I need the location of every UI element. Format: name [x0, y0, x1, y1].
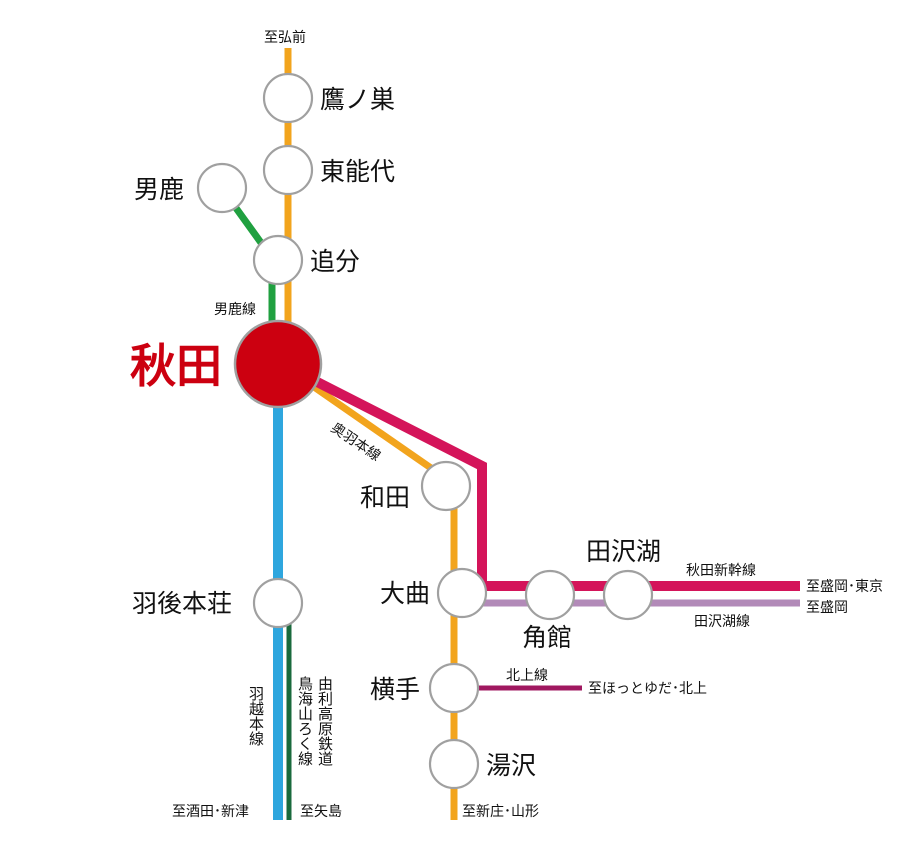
label-ugohonjo: 羽後本荘	[132, 589, 232, 618]
station-akita[interactable]	[233, 319, 323, 409]
station-oga[interactable]	[196, 162, 248, 214]
station-yuzawa[interactable]	[428, 738, 480, 790]
label-oga-line: 男鹿線	[214, 301, 256, 318]
dest-morioka: 至盛岡	[806, 600, 848, 616]
dest-hirosaki: 至弘前	[264, 29, 306, 46]
dest-hottoyuda: 至ほっとゆだ･北上	[588, 681, 707, 697]
station-ugohonjo[interactable]	[252, 577, 304, 629]
station-omagari[interactable]	[436, 567, 488, 619]
label-shinkansen-line: 秋田新幹線	[686, 562, 756, 579]
dest-sakata: 至酒田･新津	[172, 804, 249, 820]
label-tazawako: 田沢湖	[586, 537, 661, 566]
dest-shinjo: 至新庄･山形	[462, 803, 539, 820]
label-oiwake: 追分	[310, 247, 360, 276]
label-uetsu-line: 羽越本線	[247, 686, 265, 746]
station-tazawako[interactable]	[602, 569, 654, 621]
station-takanosu[interactable]	[262, 72, 314, 124]
station-oiwake[interactable]	[252, 234, 304, 286]
label-yokote: 横手	[370, 675, 420, 704]
label-tazawako-line: 田沢湖線	[694, 614, 750, 630]
label-higashinoshiro: 東能代	[320, 157, 395, 186]
station-kakunodate[interactable]	[524, 569, 576, 621]
label-oga: 男鹿	[134, 175, 184, 204]
label-kitakami-line: 北上線	[506, 668, 548, 684]
shinkansen-line	[275, 357, 800, 591]
station-yokote[interactable]	[428, 662, 480, 714]
label-yuri-line-a: 由利高原鉄道	[316, 676, 334, 766]
label-takanosu: 鷹ノ巣	[320, 85, 395, 114]
label-akita: 秋田	[130, 339, 222, 393]
label-wada: 和田	[360, 483, 410, 512]
label-yuzawa: 湯沢	[486, 751, 536, 780]
station-higashinoshiro[interactable]	[262, 144, 314, 196]
label-kakunodate: 角館	[522, 623, 572, 652]
dest-yashima: 至矢島	[300, 804, 342, 820]
label-yuri-line-b: 鳥海山ろく線	[296, 675, 314, 766]
dest-morioka-tokyo: 至盛岡･東京	[806, 579, 883, 595]
label-omagari: 大曲	[380, 579, 430, 608]
station-wada[interactable]	[420, 460, 472, 512]
